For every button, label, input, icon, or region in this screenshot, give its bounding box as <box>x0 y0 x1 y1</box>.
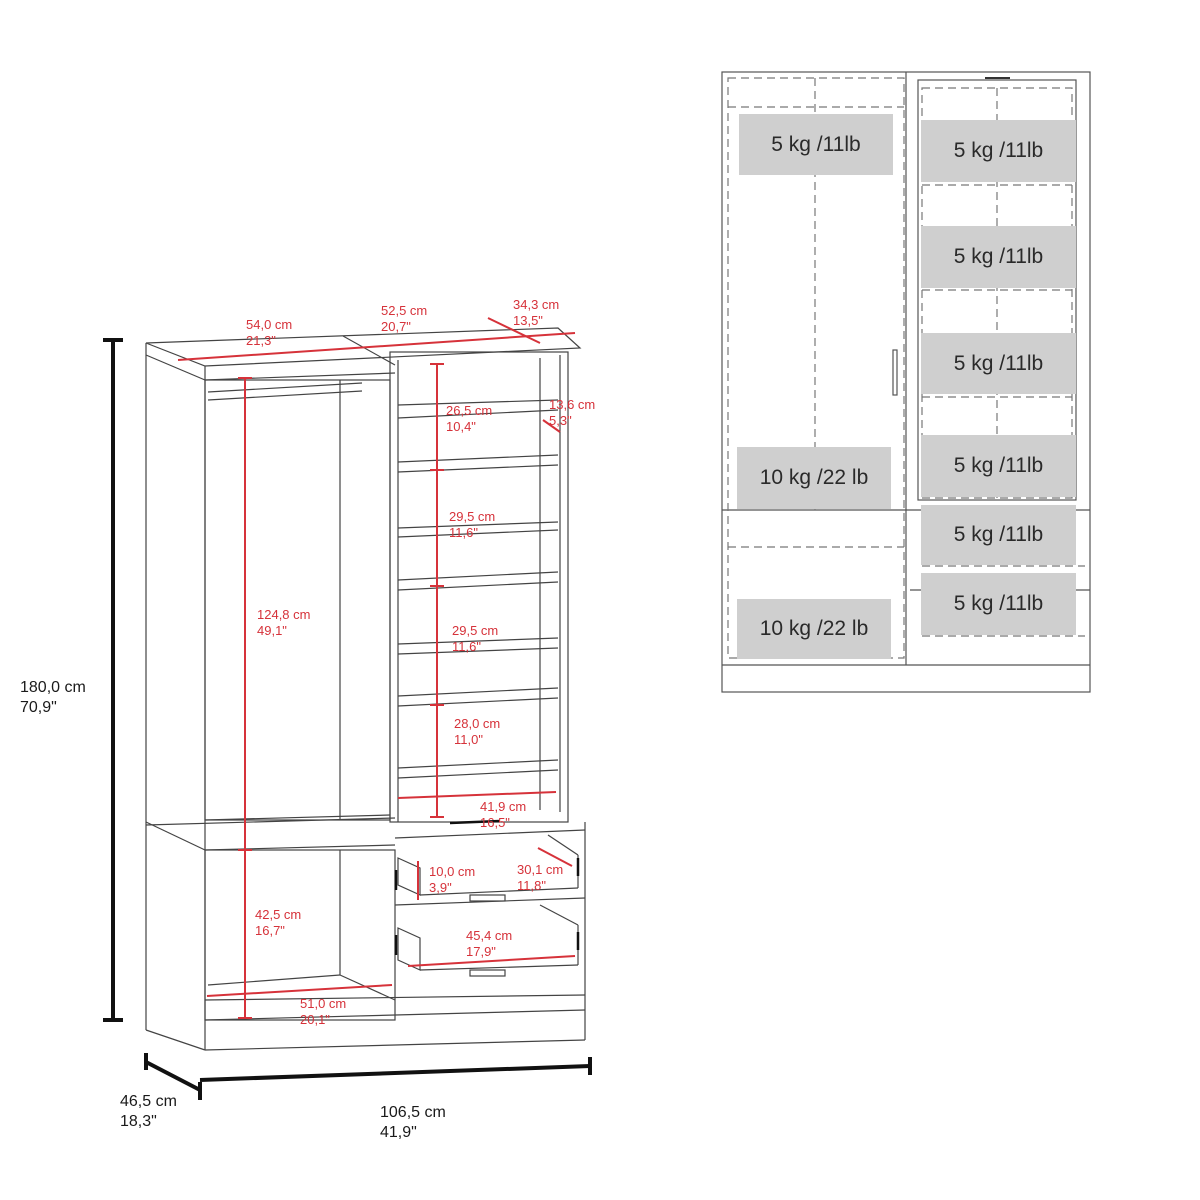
weight-label-left-bottom: 10 kg /22 lb <box>737 599 891 659</box>
drawer-depth-in: 11,8" <box>517 878 546 893</box>
shelf-2-height-label: 29,5 cm 11,6" <box>449 509 495 541</box>
shelf-1-in: 10,4" <box>446 419 476 434</box>
drawer-width-label: 45,4 cm 17,9" <box>466 928 512 960</box>
overall-width-label: 106,5 cm 41,9" <box>380 1103 446 1143</box>
overall-depth-in: 18,3" <box>120 1113 157 1130</box>
top-right-width-in: 20,7" <box>381 319 411 334</box>
shelf-depth-in: 5,3" <box>549 413 572 428</box>
drawer-depth-cm: 30,1 cm <box>517 862 564 877</box>
shelf-4-height-label: 28,0 cm 11,0" <box>454 716 500 748</box>
overall-height-cm: 180,0 cm <box>20 679 86 696</box>
shelf-4-cm: 28,0 cm <box>454 716 501 731</box>
top-depth-cm: 34,3 cm <box>513 297 560 312</box>
shelf-2-in: 11,6" <box>449 525 478 540</box>
weight-label-right-2: 5 kg /11lb <box>921 226 1076 288</box>
weight-label-right-1: 5 kg /11lb <box>921 120 1076 182</box>
drawer-height-in: 3,9" <box>429 880 452 895</box>
drawer-depth-label: 30,1 cm 11,8" <box>517 862 563 894</box>
shelf-1-cm: 26,5 cm <box>446 403 493 418</box>
hanging-height-label: 124,8 cm 49,1" <box>257 607 310 639</box>
overall-depth-cm: 46,5 cm <box>120 1093 177 1110</box>
overall-width-cm: 106,5 cm <box>380 1104 446 1121</box>
overall-depth-label: 46,5 cm 18,3" <box>120 1092 177 1132</box>
hanging-height-in: 49,1" <box>257 623 287 638</box>
overall-height-in: 70,9" <box>20 699 57 716</box>
shelf-4-in: 11,0" <box>454 732 483 747</box>
weight-label-left-mid: 10 kg /22 lb <box>737 447 891 509</box>
weight-label-left-top: 5 kg /11lb <box>739 114 893 175</box>
top-depth-label: 34,3 cm 13,5" <box>513 297 559 329</box>
weight-label-right-3: 5 kg /11lb <box>921 333 1076 394</box>
shelf-depth-label: 13,6 cm 5,3" <box>549 397 595 429</box>
lower-width-cm: 51,0 cm <box>300 996 347 1011</box>
lower-height-label: 42,5 cm 16,7" <box>255 907 301 939</box>
lower-width-label: 51,0 cm 20,1" <box>300 996 346 1028</box>
lower-height-in: 16,7" <box>255 923 285 938</box>
overall-height-label: 180,0 cm 70,9" <box>20 678 86 718</box>
shelf-3-in: 11,6" <box>452 639 481 654</box>
top-left-width-label: 54,0 cm 21,3" <box>246 317 292 349</box>
overall-width-in: 41,9" <box>380 1124 417 1141</box>
shelf-2-cm: 29,5 cm <box>449 509 496 524</box>
weight-label-right-4: 5 kg /11lb <box>921 435 1076 497</box>
drawer-height-label: 10,0 cm 3,9" <box>429 864 475 896</box>
shelf-3-height-label: 29,5 cm 11,6" <box>452 623 498 655</box>
drawer-width-cm: 45,4 cm <box>466 928 513 943</box>
lower-width-in: 20,1" <box>300 1012 330 1027</box>
shelf-3-cm: 29,5 cm <box>452 623 499 638</box>
shelf-width-cm: 41,9 cm <box>480 799 527 814</box>
top-right-width-label: 52,5 cm 20,7" <box>381 303 427 335</box>
lower-height-cm: 42,5 cm <box>255 907 302 922</box>
top-depth-in: 13,5" <box>513 313 543 328</box>
top-right-width-cm: 52,5 cm <box>381 303 428 318</box>
drawer-width-in: 17,9" <box>466 944 496 959</box>
shelf-depth-cm: 13,6 cm <box>549 397 596 412</box>
shelf-width-in: 16,5" <box>480 815 510 830</box>
hanging-height-cm: 124,8 cm <box>257 607 311 622</box>
shelf-1-height-label: 26,5 cm 10,4" <box>446 403 492 435</box>
weight-label-drawer-2: 5 kg /11lb <box>921 573 1076 635</box>
shelf-width-label: 41,9 cm 16,5" <box>480 799 526 831</box>
weight-label-drawer-1: 5 kg /11lb <box>921 505 1076 565</box>
drawer-height-cm: 10,0 cm <box>429 864 476 879</box>
top-left-width-cm: 54,0 cm <box>246 317 293 332</box>
top-left-width-in: 21,3" <box>246 333 276 348</box>
